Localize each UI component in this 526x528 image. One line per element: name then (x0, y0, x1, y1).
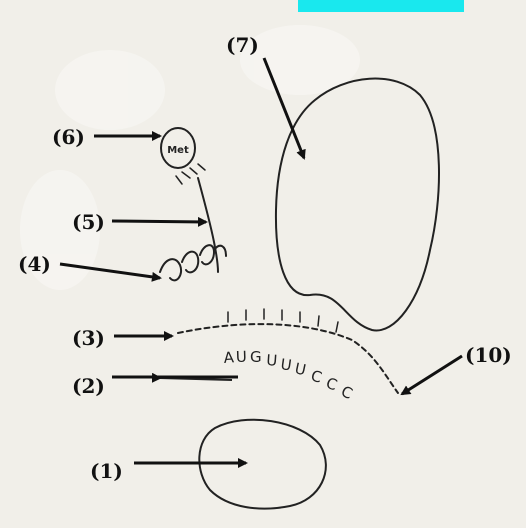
label-3: (3) (72, 326, 105, 350)
label-10: (10) (465, 343, 512, 367)
codon-letter: C (324, 374, 340, 395)
arrow-5 (112, 221, 206, 222)
label-1: (1) (90, 459, 123, 483)
trna-stem (198, 178, 218, 272)
codon-letter: U (279, 355, 292, 374)
large-ribosomal-subunit (276, 79, 439, 331)
top-banner (298, 0, 464, 12)
label-6: (6) (52, 125, 85, 149)
codon-letters: A U G U U U C C C (223, 348, 355, 403)
codon-letter: U (236, 348, 248, 366)
codon-letter: U (293, 359, 307, 379)
codon-letter: C (338, 382, 355, 403)
label-4: (4) (18, 252, 51, 276)
codon-letter: C (309, 367, 324, 387)
arrow-10 (402, 356, 462, 394)
label-5: (5) (72, 210, 105, 234)
met-label: Met (167, 145, 189, 156)
label-2: (2) (72, 374, 105, 398)
codon-letter: U (266, 351, 278, 370)
label-7: (7) (226, 33, 259, 57)
codon-letter: A (223, 348, 235, 367)
mrna-ribs (228, 309, 338, 332)
background-smudges (20, 25, 360, 290)
codon-letter: G (250, 348, 262, 366)
